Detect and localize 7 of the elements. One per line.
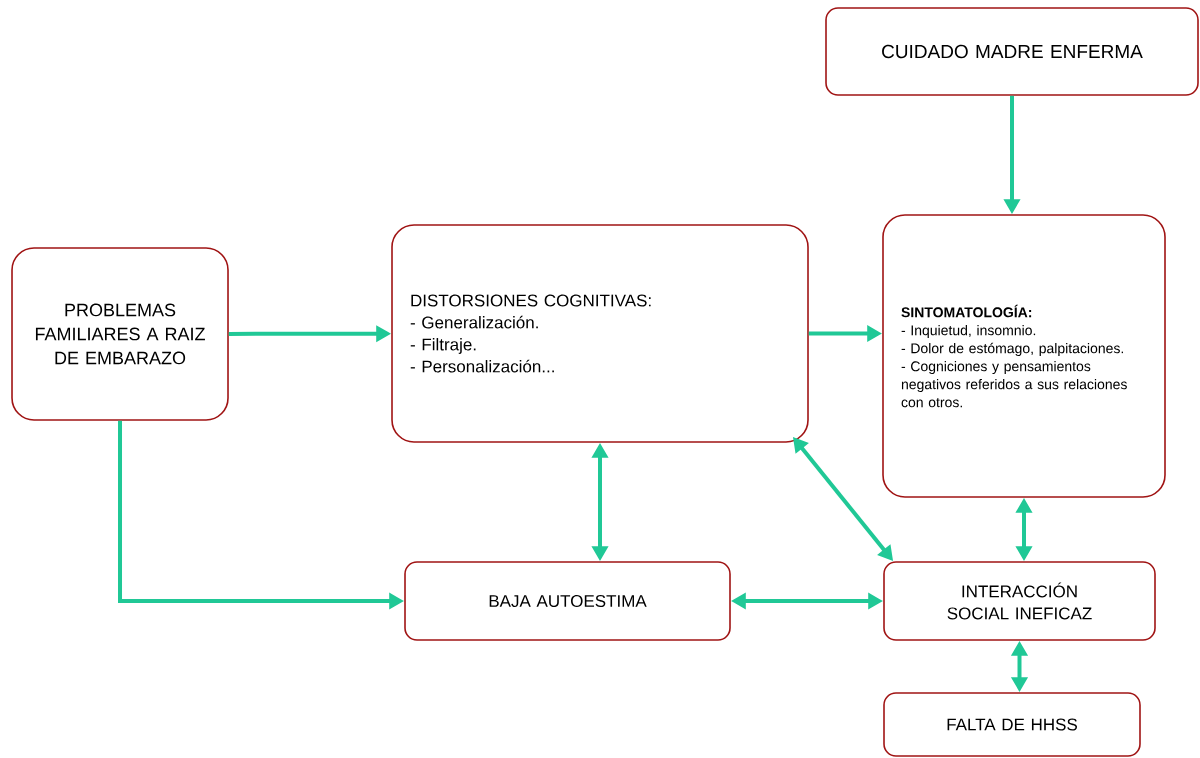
process-box: BAJA AUTOESTIMA [404, 561, 731, 641]
process-box: DISTORSIONES COGNITIVAS: - Generalización. - Filtraje. - Personalización... [391, 224, 809, 443]
process-box: PROBLEMAS FAMILIARES A RAIZ DE EMBARAZO [11, 247, 229, 421]
process-box: SINTOMATOLOGÍA: - Inquietud, insomnio. - Dolor de estómago, palpitaciones. - Cogniciones y pensamientos negativos referidos a sus relaciones con otros. [882, 214, 1166, 498]
process-box: INTERACCIÓN SOCIAL INEFICAZ [883, 561, 1156, 641]
process-box: FALTA DE HHSS [883, 692, 1141, 757]
process-box: CUIDADO MADRE ENFERMA [825, 7, 1199, 96]
